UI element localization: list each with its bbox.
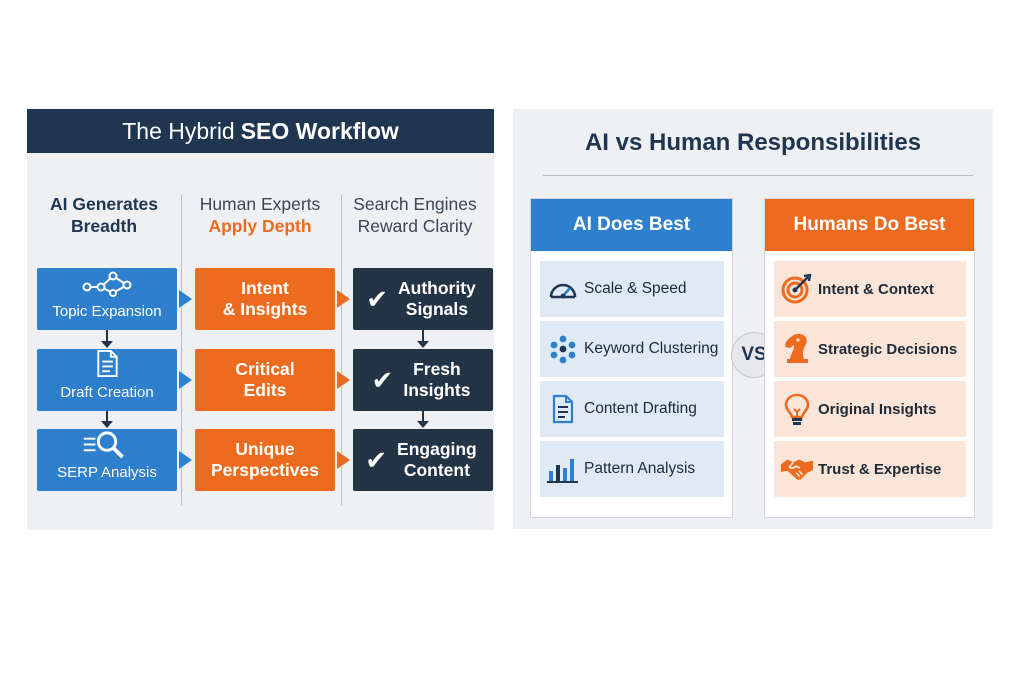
dot-cluster-icon: [550, 335, 576, 364]
target-icon: [781, 274, 812, 304]
flow-connector: [106, 411, 108, 422]
workflow-title: The Hybrid SEO Workflow: [27, 109, 494, 153]
ai-step-label: Topic Expansion: [52, 303, 162, 320]
workflow-panel: The Hybrid SEO Workflow AI Generates Bre…: [27, 109, 494, 530]
ai-step-serp-analysis: SERP Analysis: [37, 429, 177, 491]
flow-connector: [106, 330, 108, 342]
ai-step-label: SERP Analysis: [57, 464, 157, 481]
document-icon: [552, 394, 574, 424]
arrow-right-icon: [337, 371, 350, 389]
engine-step-engaging-content: ✔ Engaging Content: [353, 429, 493, 491]
column-header-human: Human Experts Apply Depth: [185, 193, 335, 237]
column-header-engines-line1: Search Engines: [353, 194, 477, 214]
handshake-icon: [780, 459, 814, 480]
bar-chart-icon: [547, 459, 578, 483]
ai-step-topic-expansion: Topic Expansion: [37, 268, 177, 330]
engine-step-line2: Insights: [403, 380, 471, 400]
workflow-title-bold: SEO Workflow: [240, 117, 399, 144]
human-step-critical-edits: Critical Edits: [195, 349, 335, 411]
ai-item-label: Content Drafting: [584, 400, 697, 417]
engine-step-line1: Fresh: [413, 359, 461, 379]
column-header-engines: Search Engines Reward Clarity: [340, 193, 490, 237]
workflow-title-prefix: The Hybrid: [122, 117, 235, 144]
column-header-engines-line2: Reward Clarity: [357, 216, 473, 236]
human-card: Humans Do Best Intent & Context: [764, 198, 975, 518]
human-item-label: Strategic Decisions: [818, 340, 958, 358]
human-step-line2: Perspectives: [211, 460, 319, 480]
engine-step-authority-signals: ✔ Authority Signals: [353, 268, 493, 330]
arrow-right-icon: [337, 290, 350, 308]
responsibilities-panel: AI vs Human Responsibilities AI Does Bes…: [513, 109, 993, 529]
column-header-ai: AI Generates Breadth: [29, 193, 179, 237]
human-step-line1: Intent: [241, 278, 289, 298]
document-icon: [97, 349, 118, 378]
ai-step-label: Draft Creation: [60, 384, 154, 401]
human-item-intent-context: Intent & Context: [774, 261, 966, 317]
engine-step-line2: Signals: [405, 299, 469, 319]
checkmark-icon: ✔: [365, 444, 388, 475]
engine-step-line1: Authority: [398, 278, 476, 298]
ai-item-label: Keyword Clustering: [584, 340, 719, 357]
human-step-line2: & Insights: [222, 299, 308, 319]
checkmark-icon: ✔: [366, 283, 388, 314]
human-item-label: Intent & Context: [818, 280, 934, 298]
ai-item-label: Scale & Speed: [584, 280, 687, 297]
human-item-strategic-decisions: Strategic Decisions: [774, 321, 966, 377]
column-divider: [341, 195, 342, 505]
human-step-unique-perspectives: Unique Perspectives: [195, 429, 335, 491]
column-header-human-line2: Apply Depth: [208, 216, 312, 236]
arrow-down-icon: [417, 421, 429, 428]
column-header-ai-line1: AI Generates: [50, 194, 158, 214]
speedometer-icon: [549, 283, 577, 299]
ai-card: AI Does Best Scale & Speed: [530, 198, 733, 518]
title-divider: [543, 175, 973, 176]
ai-item-pattern-analysis: Pattern Analysis: [540, 441, 724, 497]
human-item-label: Original Insights: [818, 400, 937, 418]
engine-step-line1: Engaging: [397, 439, 477, 459]
human-card-header: Humans Do Best: [765, 199, 974, 251]
human-step-intent: Intent & Insights: [195, 268, 335, 330]
arrow-down-icon: [417, 341, 429, 348]
human-step-line2: Edits: [243, 380, 287, 400]
lightbulb-icon: [784, 393, 810, 425]
human-step-line1: Unique: [235, 439, 295, 459]
arrow-right-icon: [179, 451, 192, 469]
responsibilities-title: AI vs Human Responsibilities: [584, 129, 922, 156]
ai-item-label: Pattern Analysis: [584, 460, 696, 477]
human-item-trust-expertise: Trust & Expertise: [774, 441, 966, 497]
chess-knight-icon: [785, 333, 808, 363]
flow-connector: [422, 330, 424, 342]
arrow-right-icon: [179, 371, 192, 389]
arrow-right-icon: [179, 290, 192, 308]
network-icon: [82, 271, 132, 297]
column-header-ai-line2: Breadth: [70, 216, 138, 236]
engine-step-fresh-insights: ✔ Fresh Insights: [353, 349, 493, 411]
flow-connector: [422, 411, 424, 422]
column-divider: [181, 195, 182, 505]
ai-item-content-drafting: Content Drafting: [540, 381, 724, 437]
ai-card-header: AI Does Best: [531, 199, 732, 251]
magnifier-icon: [83, 431, 124, 458]
human-item-label: Trust & Expertise: [818, 460, 942, 478]
human-step-line1: Critical: [235, 359, 295, 379]
ai-item-keyword-clustering: Keyword Clustering: [540, 321, 724, 377]
human-item-original-insights: Original Insights: [774, 381, 966, 437]
arrow-down-icon: [101, 421, 113, 428]
arrow-right-icon: [337, 451, 350, 469]
column-header-human-line1: Human Experts: [199, 194, 321, 214]
ai-step-draft-creation: Draft Creation: [37, 349, 177, 411]
arrow-down-icon: [101, 341, 113, 348]
checkmark-icon: ✔: [371, 364, 394, 395]
ai-item-scale-speed: Scale & Speed: [540, 261, 724, 317]
engine-step-line2: Content: [403, 460, 470, 480]
